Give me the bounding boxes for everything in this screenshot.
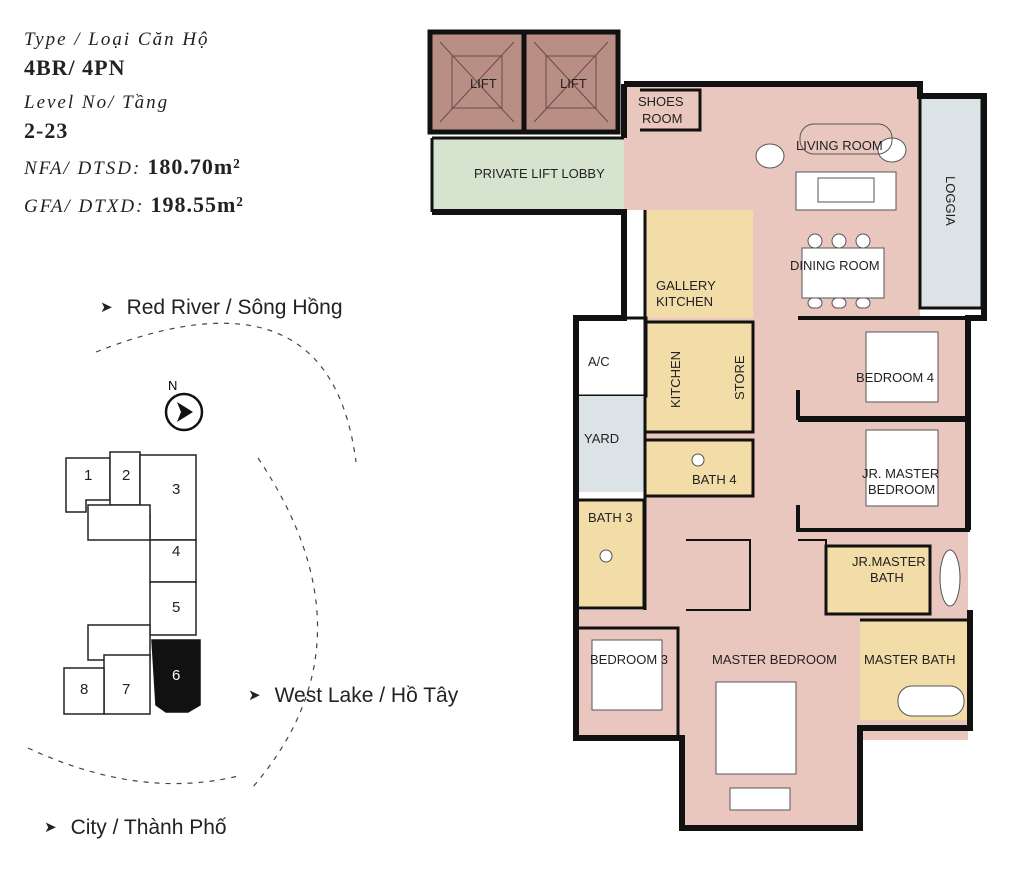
lift-1-label: LIFT xyxy=(470,76,497,91)
gallery-label-1: GALLERY xyxy=(656,278,716,293)
kitchen-label: KITCHEN xyxy=(668,351,683,408)
jr-master-label-2: BEDROOM xyxy=(868,482,935,497)
key-plan xyxy=(63,451,201,715)
keyplan-label-1: 1 xyxy=(84,467,92,484)
west-lake-label: West Lake / Hồ Tây xyxy=(274,684,459,707)
keyplan-label-4: 4 xyxy=(172,543,180,560)
keyplan-label-5: 5 xyxy=(172,599,180,616)
gallery-kitchen xyxy=(645,210,753,318)
bedroom-3-label: BEDROOM 3 xyxy=(590,652,668,667)
bath-3-label: BATH 3 xyxy=(588,510,633,525)
city-arc xyxy=(27,747,239,785)
jr-bath-label-2: BATH xyxy=(870,570,904,585)
city-direction: ➤ City / Thành Phố xyxy=(44,816,227,840)
keyplan-label-3: 3 xyxy=(172,481,180,498)
keyplan-label-7: 7 xyxy=(122,681,130,698)
yard xyxy=(576,396,646,492)
compass-n-label: N xyxy=(168,378,177,393)
lift-2-label: LIFT xyxy=(560,76,587,91)
lift-cross-lines xyxy=(439,41,609,123)
red-river-label: Red River / Sông Hồng xyxy=(126,296,343,319)
floor-plan: LIFT LIFT SHOES ROOM PRIVATE LIFT LOBBY … xyxy=(427,29,987,831)
dining-furniture xyxy=(801,233,885,309)
nfa-label: NFA/ DTSD: xyxy=(24,158,142,179)
beds xyxy=(591,331,939,811)
ac-room xyxy=(574,316,648,398)
master-bedroom-label: MASTER BEDROOM xyxy=(712,652,837,667)
type-label: Type / Loại Căn Hộ xyxy=(24,29,210,50)
red-river-direction: ➤ Red River / Sông Hồng xyxy=(100,296,343,320)
city-label: City / Thành Phố xyxy=(70,816,227,839)
gfa-label: GFA/ DTXD: xyxy=(24,196,145,217)
arrow-icon: ➤ xyxy=(248,687,261,704)
level-value: 2-23 xyxy=(24,118,69,143)
keyplan-unit-8 xyxy=(63,667,105,715)
jr-master-bath xyxy=(826,546,930,614)
red-river-arc xyxy=(95,322,357,463)
lobby-label: PRIVATE LIFT LOBBY xyxy=(474,166,605,181)
nfa-row: NFA/ DTSD:180.70m² xyxy=(24,154,244,179)
store xyxy=(723,322,753,432)
keyplan-unit-core xyxy=(87,504,151,541)
keyplan-unit-6 xyxy=(151,639,201,713)
ac-label: A/C xyxy=(588,354,610,369)
room-labels: LIFT LIFT SHOES ROOM PRIVATE LIFT LOBBY … xyxy=(470,76,956,667)
keyplan-label-6: 6 xyxy=(172,667,180,684)
level-label: Level No/ Tầng xyxy=(24,92,170,113)
keyplan-label-8: 8 xyxy=(80,681,88,698)
gfa-value: 198.55m² xyxy=(150,192,244,217)
type-value: 4BR/ 4PN xyxy=(24,55,126,80)
bedroom-4-label: BEDROOM 4 xyxy=(856,370,934,385)
private-lift-lobby xyxy=(432,138,624,212)
master-bath-label: MASTER BATH xyxy=(864,652,956,667)
keyplan-label-2: 2 xyxy=(122,467,130,484)
jr-bath-label-1: JR.MASTER xyxy=(852,554,926,569)
gallery-label-2: KITCHEN xyxy=(656,294,713,309)
bath-4 xyxy=(645,440,753,496)
unit-info: Type / Loại Căn Hộ 4BR/ 4PN Level No/ Tầ… xyxy=(24,30,244,232)
key-plan-numbers: 1 2 3 4 5 6 7 8 xyxy=(80,467,180,698)
keyplan-unit-5 xyxy=(149,581,197,636)
loggia-label: LOGGIA xyxy=(943,176,958,226)
gfa-row: GFA/ DTXD:198.55m² xyxy=(24,192,244,217)
west-lake-direction: ➤ West Lake / Hồ Tây xyxy=(248,684,458,708)
compass-icon: N xyxy=(164,378,204,432)
shoes-room-label-2: ROOM xyxy=(642,111,682,126)
nfa-value: 180.70m² xyxy=(147,154,241,179)
arrow-icon: ➤ xyxy=(100,299,113,316)
shoes-room-label-1: SHOES xyxy=(638,94,684,109)
west-lake-arc xyxy=(251,457,319,789)
yard-label: YARD xyxy=(584,431,619,446)
store-label: STORE xyxy=(732,355,747,400)
jr-master-label-1: JR. MASTER xyxy=(862,466,939,481)
kitchen xyxy=(645,322,723,432)
bath-4-label: BATH 4 xyxy=(692,472,737,487)
living-furniture xyxy=(755,123,907,211)
living-room-label: LIVING ROOM xyxy=(796,138,883,153)
dining-room-label: DINING ROOM xyxy=(790,258,880,273)
walls xyxy=(430,81,987,831)
arrow-icon: ➤ xyxy=(44,819,57,836)
bath-fixtures xyxy=(599,453,965,717)
